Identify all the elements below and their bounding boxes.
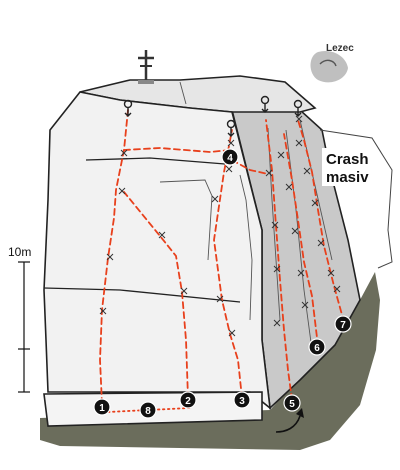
bolt	[285, 183, 293, 191]
bolt	[106, 253, 114, 261]
route-number: 1	[99, 403, 105, 414]
logo-text: Lezec	[326, 43, 354, 54]
bolt	[295, 115, 303, 123]
scale-bar: 10m	[8, 245, 31, 393]
bolt	[227, 139, 235, 147]
anchor-icon	[226, 119, 236, 137]
route-6-line	[283, 133, 319, 347]
scale-label: 10m	[8, 245, 31, 259]
bolt	[273, 265, 281, 273]
arrow-icon	[275, 408, 304, 433]
bolt	[303, 167, 311, 175]
crash-label-bg	[322, 148, 376, 186]
bolt	[327, 269, 335, 277]
route-number: 8	[145, 406, 151, 417]
route-number: 6	[314, 343, 320, 354]
bolt	[180, 287, 188, 295]
route-number: 5	[289, 399, 295, 410]
bolt	[295, 139, 303, 147]
bolt	[211, 195, 219, 203]
crash-label-line2: masiv	[326, 169, 369, 186]
bolt	[228, 329, 236, 337]
bolt	[271, 221, 279, 229]
crash-label-line1: Crash	[326, 151, 369, 168]
anchor-icon	[123, 99, 133, 117]
summit-cross-icon	[138, 50, 154, 84]
bolt	[99, 307, 107, 315]
bolt	[273, 319, 281, 327]
route-number: 3	[239, 396, 245, 407]
bolt	[333, 285, 341, 293]
route-7-line	[297, 119, 345, 323]
crash-massif-outline	[319, 129, 393, 269]
rock-front-face	[43, 91, 272, 410]
bolt	[277, 151, 285, 159]
route-number: 7	[340, 320, 346, 331]
route-badge-7: 7	[334, 315, 352, 333]
route-badge-5: 5	[283, 394, 301, 412]
crack-2	[239, 174, 253, 321]
top-edge	[179, 81, 187, 105]
anchor-icon	[260, 95, 270, 113]
bolts	[99, 115, 341, 337]
bolt	[297, 269, 305, 277]
route-badge-3: 3	[233, 391, 251, 409]
route-2-line	[123, 191, 189, 399]
bolt	[301, 301, 309, 309]
route-badge-6: 6	[308, 338, 326, 356]
route-badge-2: 2	[179, 391, 197, 409]
route-number: 4	[227, 153, 233, 164]
side-crack-2	[285, 129, 313, 351]
route-badge-1: 1	[93, 398, 111, 416]
bolt	[265, 169, 273, 177]
route-4-line	[231, 159, 269, 175]
anchor-icon	[293, 99, 303, 117]
crack-1	[159, 179, 213, 261]
mid-ledge	[43, 287, 241, 303]
upper-ledge	[85, 157, 226, 165]
route-3-line	[213, 129, 243, 399]
route-1-line	[99, 109, 129, 405]
route-badge-4: 4	[221, 148, 239, 166]
lezec-logo-icon: Lezec	[310, 43, 354, 83]
bolt	[225, 165, 233, 173]
route-badge-8: 8	[139, 401, 157, 419]
route-1-branch	[123, 147, 231, 153]
route-number: 2	[185, 396, 191, 407]
bolt	[311, 199, 319, 207]
bolt	[317, 239, 325, 247]
side-crack-1	[267, 127, 281, 321]
bolt	[120, 149, 128, 157]
bolt	[158, 231, 166, 239]
bolt	[216, 295, 224, 303]
bolt	[118, 187, 126, 195]
bolt	[291, 227, 299, 235]
